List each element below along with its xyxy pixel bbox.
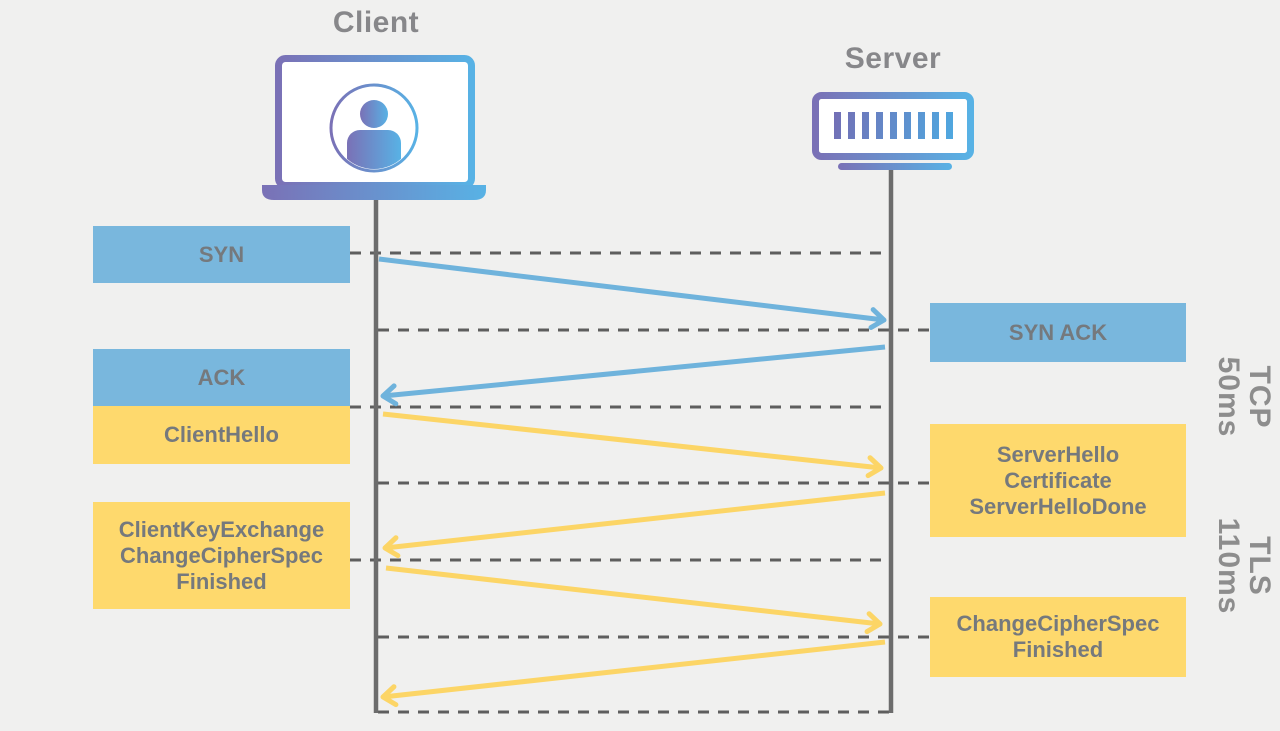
laptop-base <box>262 185 486 200</box>
phase-label-tcp: TCP 50ms <box>1212 337 1276 457</box>
server-slots <box>834 112 953 139</box>
message-label: ServerHelloDone <box>969 493 1147 519</box>
message-box-syn-ack: SYN ACK <box>930 303 1186 362</box>
message-label: ServerHello <box>996 441 1120 467</box>
message-arrow <box>385 565 883 635</box>
message-label: Certificate <box>1004 467 1112 493</box>
message-box-server-hello: ServerHello Certificate ServerHelloDone <box>930 424 1186 537</box>
client-title: Client <box>332 6 420 39</box>
message-label: ClientKeyExchange <box>118 516 325 542</box>
message-box-client-hello: ClientHello <box>93 406 350 464</box>
message-arrow <box>380 344 886 407</box>
message-label: ChangeCipherSpec <box>956 611 1160 636</box>
message-box-change-cipher-spec: ChangeCipherSpec Finished <box>930 597 1186 677</box>
phase-protocol: TCP <box>1243 365 1276 429</box>
message-box-ack: ACK <box>93 349 350 406</box>
message-label: SYN ACK <box>1008 319 1108 345</box>
message-label: SYN <box>198 241 245 267</box>
phase-latency: 50ms <box>1212 356 1245 438</box>
message-label: ChangeCipherSpec <box>120 542 323 568</box>
phase-label-tls: TLS 110ms <box>1212 506 1276 626</box>
message-label: ACK <box>197 364 246 390</box>
phase-protocol: TLS <box>1243 536 1276 596</box>
message-box-syn: SYN <box>93 226 350 283</box>
server-stand <box>838 163 952 170</box>
phase-latency: 110ms <box>1212 517 1245 615</box>
client-laptop-icon <box>262 55 486 200</box>
user-avatar-icon <box>329 83 419 173</box>
message-box-client-key-exchange: ClientKeyExchange ChangeCipherSpec Finis… <box>93 502 350 609</box>
message-arrow <box>378 256 887 330</box>
message-label: Finished <box>176 568 267 594</box>
message-label: ClientHello <box>164 422 279 447</box>
message-arrow <box>380 639 886 708</box>
message-arrow <box>382 490 886 559</box>
message-arrow <box>382 411 884 479</box>
message-label: Finished <box>1012 637 1104 662</box>
server-title: Server <box>844 42 942 75</box>
server-rack-icon <box>812 92 974 170</box>
